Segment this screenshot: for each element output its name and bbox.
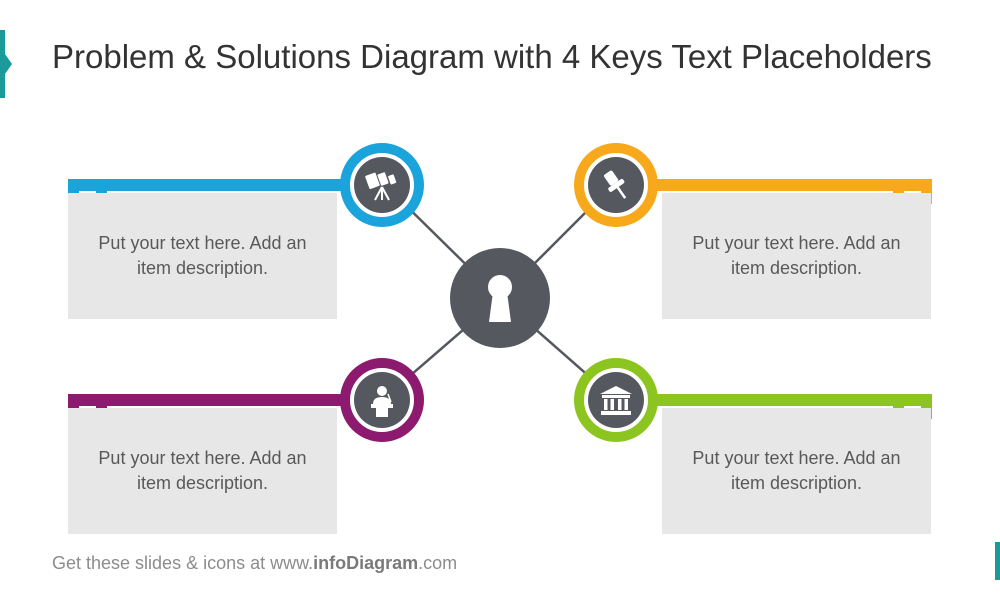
footer-credit: Get these slides & icons at www.infoDiag… <box>52 553 457 574</box>
footer-suffix: .com <box>418 553 458 573</box>
text-box-bottom-right[interactable]: Put your text here. Add an item descript… <box>662 408 931 534</box>
footer-prefix: Get these slides & icons at www. <box>52 553 314 573</box>
center-hub <box>450 248 550 348</box>
keyhole-icon <box>488 275 512 322</box>
footer-brand: infoDiagram <box>313 553 419 573</box>
key-bar-top-left <box>68 179 358 204</box>
badge-top-right <box>574 143 658 227</box>
text-box-bottom-left[interactable]: Put your text here. Add an item descript… <box>68 408 337 534</box>
badge-top-left <box>340 143 424 227</box>
text-box-top-right[interactable]: Put your text here. Add an item descript… <box>662 193 931 319</box>
left-accent-marker <box>0 30 12 98</box>
text-placeholder: Put your text here. Add an item descript… <box>692 448 901 493</box>
badge-bottom-left <box>340 358 424 442</box>
slide-title: Problem & Solutions Diagram with 4 Keys … <box>52 38 932 75</box>
speaker-podium-icon <box>354 372 410 428</box>
text-placeholder: Put your text here. Add an item descript… <box>98 448 307 493</box>
text-placeholder: Put your text here. Add an item descript… <box>692 233 901 278</box>
key-bar-bottom-right <box>642 394 932 419</box>
right-accent-marker <box>995 542 1000 580</box>
badge-bottom-right <box>574 358 658 442</box>
text-placeholder: Put your text here. Add an item descript… <box>98 233 307 278</box>
pushpin-icon <box>588 157 644 213</box>
telescope-icon <box>354 157 410 213</box>
text-box-top-left[interactable]: Put your text here. Add an item descript… <box>68 193 337 319</box>
key-bar-bottom-left <box>68 394 358 419</box>
key-bar-top-right <box>642 179 932 204</box>
bank-building-icon <box>588 372 644 428</box>
